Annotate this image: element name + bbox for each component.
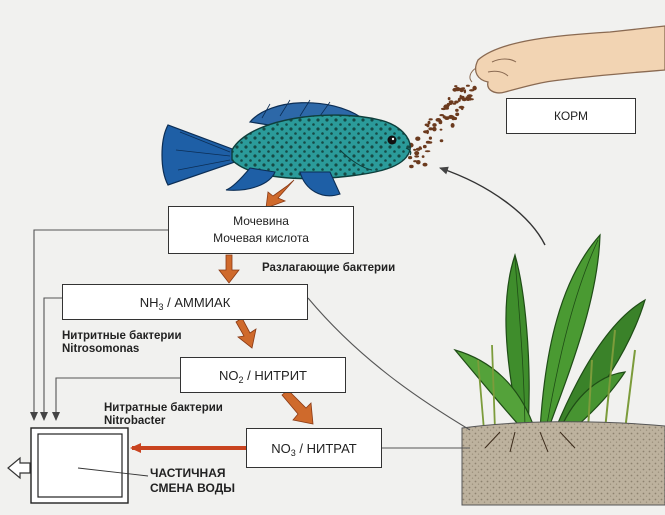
nitrate-bacteria-label: Нитратные бактерии Nitrobacter [104, 402, 223, 428]
food-particle [409, 165, 414, 168]
soil-substrate [462, 422, 665, 505]
food-particle [464, 89, 466, 93]
food-particle [445, 107, 449, 110]
plant-to-food-arrow [440, 168, 545, 245]
nitrate-box: NO3 / НИТРАТ [246, 428, 382, 468]
food-particle [455, 109, 459, 112]
food-particle [455, 113, 459, 117]
food-particle [426, 141, 431, 144]
food-particle [422, 155, 425, 158]
plant-icon [455, 235, 645, 432]
food-particle [414, 155, 419, 157]
food-particle [444, 116, 449, 120]
urea-box: Мочевина Мочевая кислота [168, 206, 354, 254]
food-particle [439, 114, 444, 116]
food-particle [453, 117, 457, 120]
food-particle [467, 94, 473, 97]
food-particle [413, 149, 416, 151]
food-particle [440, 139, 444, 142]
tank-square-icon [31, 428, 148, 503]
food-particle [423, 163, 428, 167]
food-particle [414, 151, 419, 155]
food-particles [408, 85, 477, 169]
food-particle [460, 95, 462, 100]
food-particle [426, 130, 429, 134]
feed-label: КОРМ [554, 108, 588, 125]
food-particle [448, 97, 451, 100]
food-particle [451, 123, 455, 128]
food-particle [419, 146, 422, 149]
food-particle [415, 137, 420, 141]
food-particle [429, 137, 432, 140]
food-particle [426, 124, 429, 127]
fish-icon [162, 100, 411, 196]
nitrite-box: NO2 / НИТРИТ [180, 357, 346, 393]
food-particle [469, 97, 472, 101]
food-particle [454, 101, 459, 104]
decomposer-bacteria-label: Разлагающие бактерии [262, 262, 395, 275]
outflow-arrow-icon [8, 458, 30, 478]
food-particle [413, 160, 417, 162]
food-particle [472, 86, 476, 91]
ammonia-label: NH3 / АММИАК [140, 294, 231, 311]
food-particle [459, 88, 464, 93]
food-particle [423, 145, 427, 148]
food-particle [425, 150, 431, 152]
urea-label: Мочевина [233, 213, 289, 230]
water-change-label: ЧАСТИЧНАЯ СМЕНА ВОДЫ [150, 466, 235, 496]
food-particle [462, 98, 468, 102]
food-particle [440, 129, 443, 131]
nitrate-label: NO3 / НИТРАТ [271, 440, 356, 457]
food-particle [449, 100, 454, 103]
food-particle [432, 123, 436, 127]
nitrite-label: NO2 / НИТРИТ [219, 367, 307, 384]
hand-icon [470, 26, 665, 93]
nitrite-bacteria-label: Нитритные бактерии Nitrosomonas [62, 330, 182, 356]
food-particle [429, 118, 433, 120]
food-particle [454, 85, 457, 87]
feed-box: КОРМ [506, 98, 636, 134]
ammonia-box: NH3 / АММИАК [62, 284, 308, 320]
food-particle [459, 106, 465, 109]
uric-acid-label: Мочевая кислота [213, 230, 309, 247]
food-particle [439, 120, 443, 124]
food-particle [408, 156, 412, 159]
food-particle [466, 85, 470, 87]
food-particle [432, 127, 436, 132]
